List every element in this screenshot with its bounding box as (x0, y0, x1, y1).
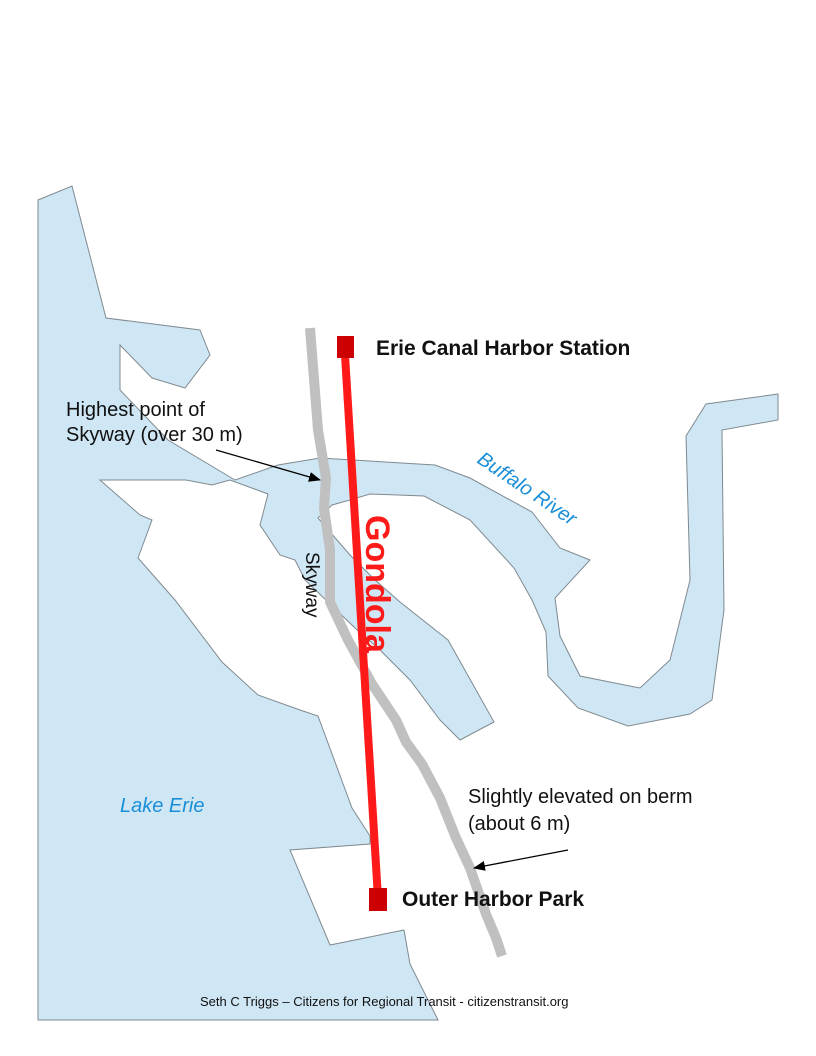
outer-harbor-station-marker[interactable] (369, 888, 387, 911)
highest-point-arrow (215, 449, 321, 482)
skyway-road (305, 327, 507, 958)
lake-erie-water (37, 185, 779, 1021)
gondola-line (341, 354, 382, 899)
erie-canal-station-label: Erie Canal Harbor Station (376, 337, 630, 360)
highest-point-note-line2: Skyway (over 30 m) (66, 424, 243, 446)
berm-note-line2: (about 6 m) (468, 813, 570, 835)
lake-erie-label: Lake Erie (120, 795, 205, 817)
outer-harbor-station-label: Outer Harbor Park (402, 888, 584, 911)
berm-arrow (473, 849, 569, 871)
gondola-label: Gondola (358, 515, 396, 654)
erie-canal-station-marker[interactable] (337, 336, 354, 358)
highest-point-note-line1: Highest point of (66, 399, 205, 421)
skyway-label: Skyway (301, 552, 322, 618)
credit-text: Seth C Triggs – Citizens for Regional Tr… (200, 994, 568, 1009)
berm-note-line1: Slightly elevated on berm (468, 786, 693, 808)
